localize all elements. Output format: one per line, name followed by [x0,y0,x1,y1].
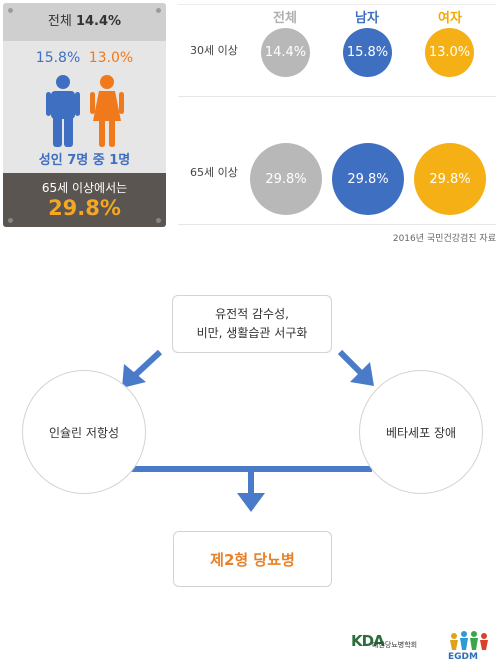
gender-rates: 15.8% 13.0% [3,50,166,66]
senior-value: 29.8% [48,196,121,220]
header-male: 남자 [355,11,379,26]
male-person-icon [46,75,80,147]
node-beta-cell: 베타세포 장애 [359,370,483,494]
header-total: 전체 [273,11,297,26]
overall-rate: 전체 14.4% [3,3,166,41]
ratio-text: 성인 7명 중 1명 [38,153,131,168]
result-box: 제2형 당뇨병 [173,531,332,587]
overall-value: 14.4% [75,14,122,29]
divider [178,224,496,225]
source-note: 2016년 국민건강검진 자료 [392,234,496,244]
node-insulin-resistance: 인슐린 저항성 [22,370,146,494]
egdm-logo-text: EGDM [448,652,478,662]
female-person-icon [90,75,124,147]
arrow-down-right-icon [337,349,374,386]
divider [178,4,496,5]
circle-30-male: 15.8% [343,28,392,77]
screw-icon [156,218,161,223]
screw-icon [156,8,161,13]
arrow-down-icon [237,469,265,512]
egdm-people-icon [450,631,488,650]
header-female: 여자 [438,11,462,26]
circle-30-total: 14.4% [261,28,310,77]
arrow-down-left-icon [122,349,163,388]
circle-30-female: 13.0% [425,28,474,77]
circle-65-male: 29.8% [332,143,404,215]
cause-line1: 유전적 감수성, [215,307,289,321]
kda-name: 대한당뇨병학회 [372,641,418,649]
screw-icon [8,8,13,13]
circle-65-female: 29.8% [414,143,486,215]
divider [178,96,496,97]
senior-rate-panel: 65세 이상에서는 29.8% [3,173,166,227]
kda-logo: KDA [351,632,385,650]
female-rate: 13.0% [88,50,134,66]
senior-label: 65세 이상에서는 [41,181,128,195]
male-rate: 15.8% [35,50,81,66]
row-label-30: 30세 이상 [190,44,238,57]
row-label-65: 65세 이상 [190,166,238,179]
circle-65-total: 29.8% [250,143,322,215]
summary-card: 전체 14.4% 15.8% 13.0% 성인 7명 중 1명 65세 이상에서… [3,3,166,227]
screw-icon [8,218,13,223]
overall-label: 전체 [47,14,72,29]
cause-line2: 비만, 생활습관 서구화 [196,326,308,340]
cause-box: 유전적 감수성, 비만, 생활습관 서구화 [172,295,332,353]
diagram-arrows [122,349,374,512]
